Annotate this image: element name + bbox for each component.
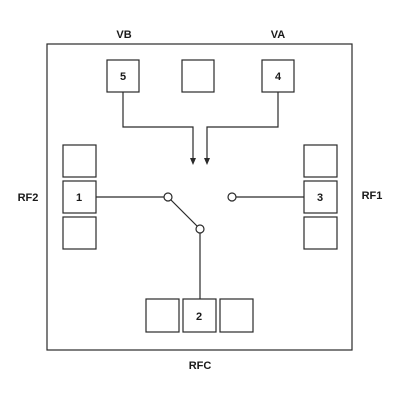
pin-4-number: 4: [275, 71, 282, 83]
common-node: [195, 224, 205, 234]
left-lower-pad: [62, 216, 97, 250]
va-control-line: [206, 92, 279, 159]
vb-control-arrow: [190, 158, 196, 165]
left-upper-pad: [62, 144, 97, 178]
vb-label: VB: [116, 29, 131, 41]
top-center-pad: [181, 59, 215, 93]
rf1-contact-node: [227, 192, 237, 202]
pin-2-number: 2: [196, 311, 202, 323]
pin-1-number: 1: [76, 192, 82, 204]
rf2-contact-node: [163, 192, 173, 202]
rf1-label: RF1: [362, 190, 383, 202]
right-lower-pad: [303, 216, 338, 250]
va-control-arrow: [204, 158, 210, 165]
pin-5-number: 5: [120, 71, 126, 83]
bottom-right-pad: [219, 298, 254, 333]
pin-3-number: 3: [317, 192, 323, 204]
pin-3-pad: [303, 180, 338, 214]
switch-arm: [170, 199, 198, 227]
vb-control-line: [122, 92, 194, 159]
bottom-left-pad: [145, 298, 180, 333]
pin-2-pad: [182, 298, 217, 333]
rfc-label: RFC: [189, 360, 212, 372]
va-label: VA: [271, 29, 286, 41]
rf2-label: RF2: [18, 192, 39, 204]
right-upper-pad: [303, 144, 338, 178]
